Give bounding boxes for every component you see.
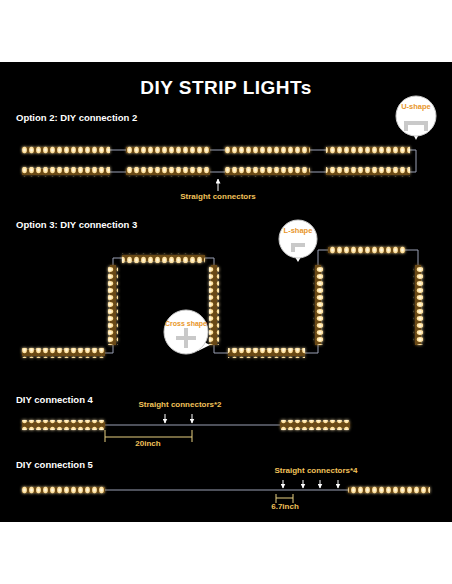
connector-note: Straight connectors*4 [274,467,357,476]
section-heading: DIY connection 5 [16,460,93,470]
section-heading: Option 2: DIY connection 2 [16,113,137,123]
callout-label: Cross shape [165,320,207,328]
diagram-title: DIY STRIP LIGHTs [140,78,312,99]
dimension-label: 6.7inch [269,503,301,512]
section-heading: Option 3: DIY connection 3 [16,220,137,230]
section-heading: DIY connection 4 [16,395,93,405]
connector-note: Straight connectors*2 [138,401,221,410]
connector-note: Straight connectors [180,193,256,202]
callout-label: U-shape [401,103,431,111]
callout-label: L-shape [284,227,313,235]
dimension-label: 20inch [133,440,162,449]
